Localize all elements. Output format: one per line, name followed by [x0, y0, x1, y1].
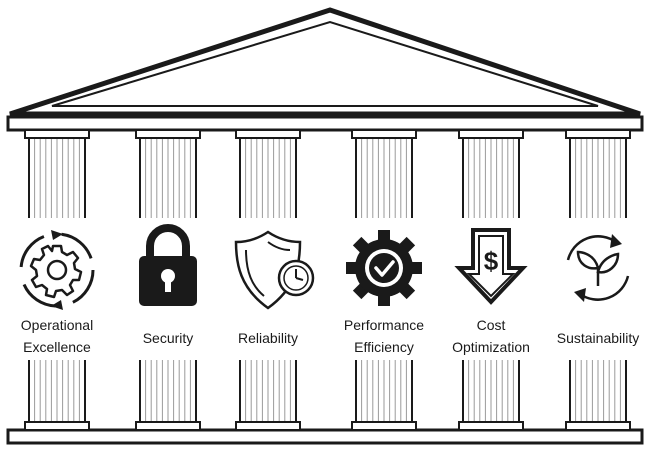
gear-cycle-icon — [19, 230, 95, 310]
icon-band — [0, 218, 648, 360]
column-segment — [24, 357, 90, 431]
pillar-label-line: Security — [142, 330, 194, 346]
temple-columns — [24, 129, 631, 431]
column-segment — [24, 129, 90, 221]
column-plinth — [135, 421, 201, 431]
padlock-icon — [139, 224, 197, 306]
pillar-label: Security — [113, 327, 223, 349]
pillar-label-line: Sustainability — [556, 330, 640, 346]
temple-base — [6, 428, 644, 445]
column-segment — [351, 129, 417, 221]
column-capital — [235, 129, 301, 139]
column-capital — [351, 129, 417, 139]
column-segment — [458, 129, 524, 221]
dollar-down-arrow-icon: $ — [454, 228, 528, 305]
shield-clock-icon — [234, 230, 315, 310]
column-plinth — [351, 421, 417, 431]
column-segment — [135, 357, 201, 431]
gear-check-icon — [346, 230, 422, 306]
column-capital — [24, 129, 90, 139]
column-segment — [458, 357, 524, 431]
pillar-label-line: Cost — [476, 317, 506, 333]
column-capital — [135, 129, 201, 139]
temple-roof — [9, 7, 641, 117]
column-plinth — [458, 421, 524, 431]
pillar-label-line: Performance — [343, 317, 425, 333]
pillar-label-line: Excellence — [23, 339, 91, 355]
entablature-beam — [6, 115, 644, 132]
column-segment — [565, 129, 631, 221]
pillar-label: Sustainability — [543, 327, 648, 349]
column-segment — [235, 357, 301, 431]
pillar-label-line: Optimization — [452, 339, 530, 355]
column-plinth — [24, 421, 90, 431]
pillar-label-line: Operational — [20, 317, 94, 333]
column-segment — [135, 129, 201, 221]
column-plinth — [565, 421, 631, 431]
pillar-label-line: Reliability — [238, 330, 298, 346]
column-plinth — [235, 421, 301, 431]
column-segment — [235, 129, 301, 221]
pillar-label-line: Efficiency — [354, 339, 414, 355]
column-segment — [351, 357, 417, 431]
svg-text:$: $ — [484, 246, 499, 276]
pillar-label: Reliability — [213, 327, 323, 349]
column-capital — [565, 129, 631, 139]
column-segment — [565, 357, 631, 431]
column-capital — [458, 129, 524, 139]
recycle-leaves-icon — [566, 234, 630, 302]
